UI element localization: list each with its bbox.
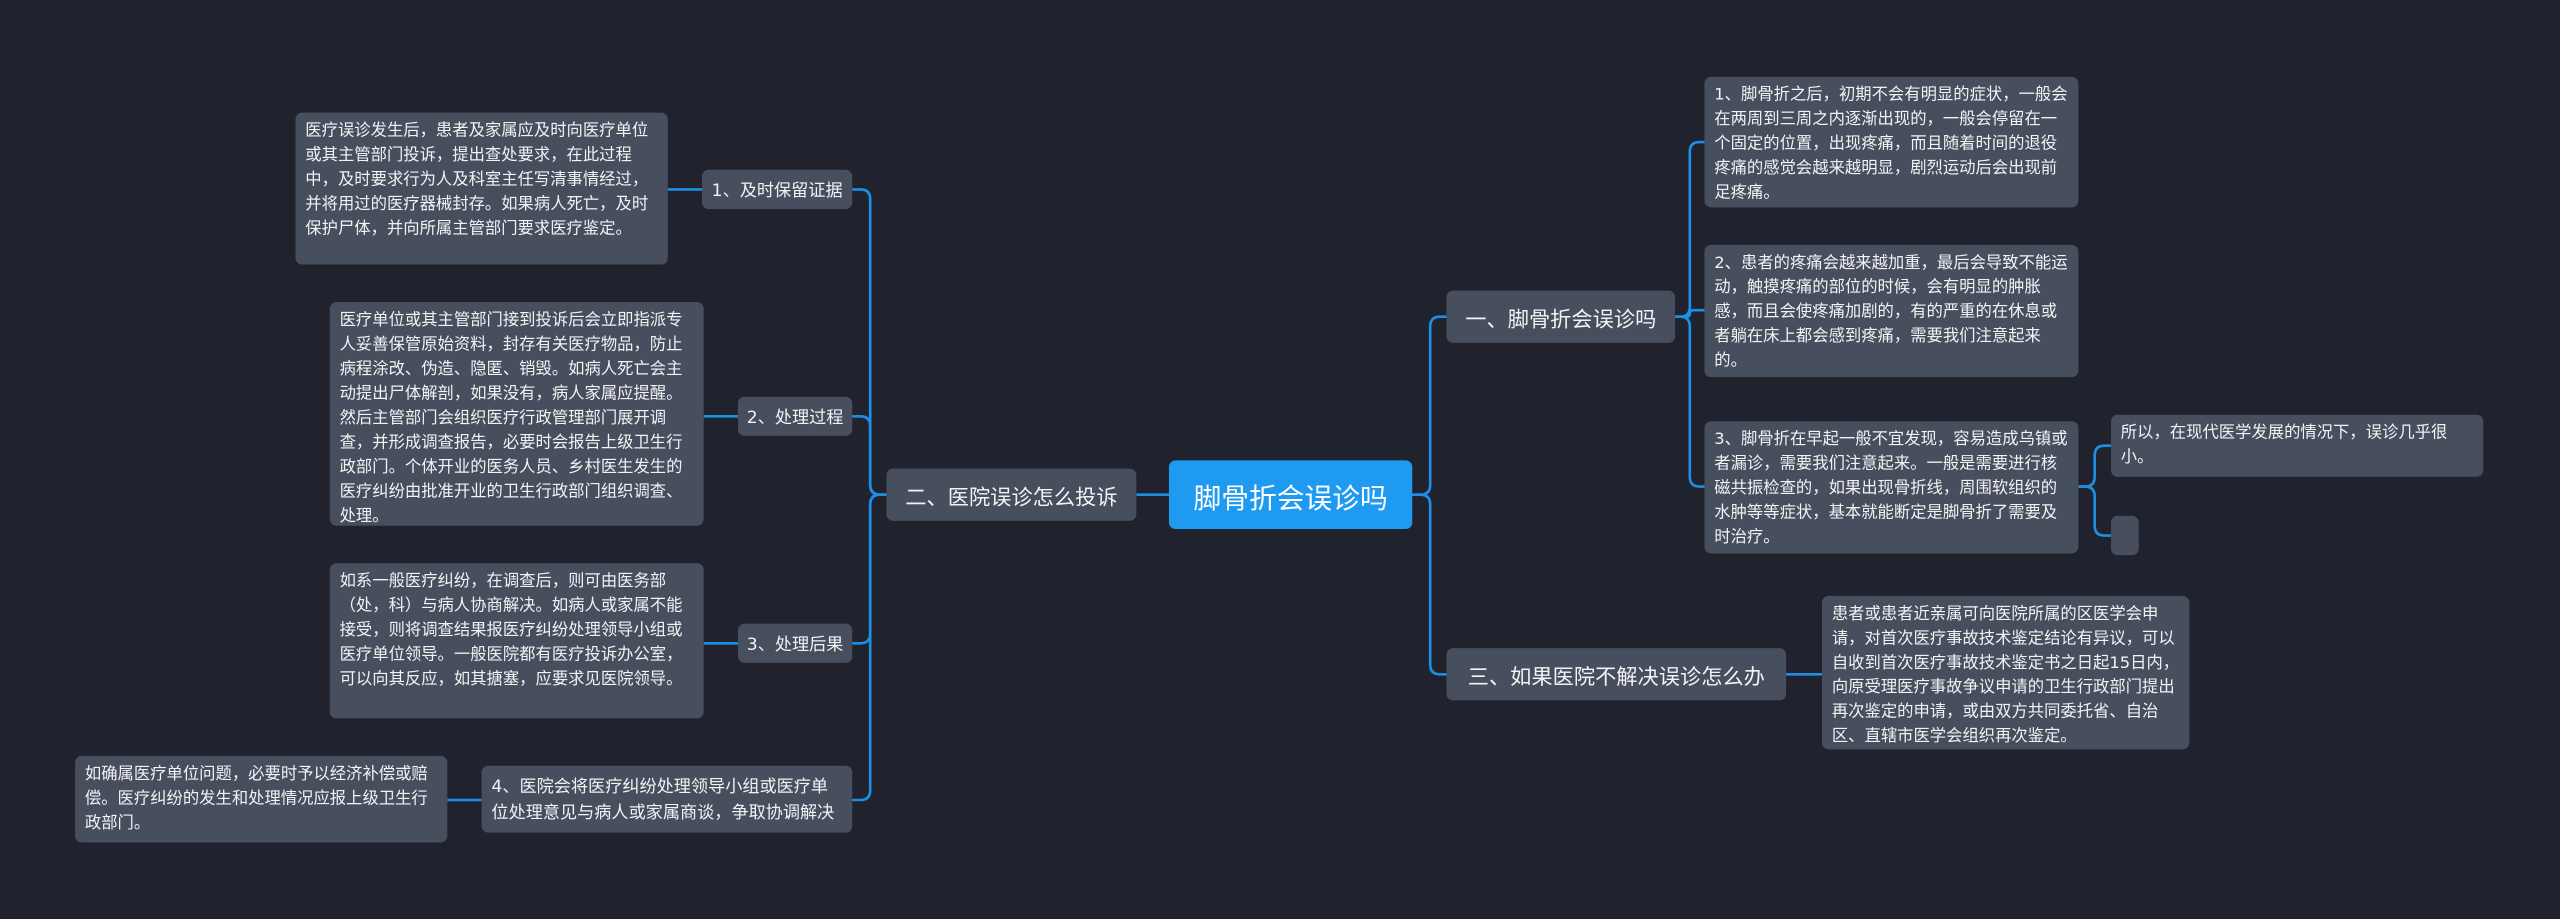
topic-label: 2、处理过程 xyxy=(746,407,844,427)
branch-unresolved[interactable]: 三、如果医院不解决误诊怎么办 xyxy=(1446,648,1787,701)
root-node[interactable]: 脚骨折会误诊吗 xyxy=(1168,460,1413,529)
connector xyxy=(852,493,887,802)
topic-negotiation[interactable]: 4、医院会将医疗纠纷处理领导小组或医疗单位处理意见与病人或家属商谈，争取协调解决 xyxy=(481,765,853,833)
detail-result[interactable]: 如系一般医疗纠纷，在调查后，则可由医务部（处，科）与病人协商解决。如病人或家属不… xyxy=(329,563,704,719)
branch-label: 二、医院误诊怎么投诉 xyxy=(905,485,1118,511)
topic-label: 3、处理后果 xyxy=(746,634,844,654)
connector xyxy=(1412,315,1447,496)
detail-text: 医疗误诊发生后，患者及家属应及时向医疗单位或其主管部门投诉，提出查处要求，在此过… xyxy=(305,122,649,239)
detail-text: 2、患者的疼痛会越来越加重，最后会导致不能运动，触摸疼痛的部位的时候，会有明显的… xyxy=(1714,254,2068,371)
connector xyxy=(1675,140,1705,319)
root-title: 脚骨折会误诊吗 xyxy=(1193,482,1388,516)
topic-label: 4、医院会将医疗纠纷处理领导小组或医疗单位处理意见与病人或家属商谈，争取协调解决 xyxy=(491,776,835,823)
detail-text: 医疗单位或其主管部门接到投诉后会立即指派专人妥善保管原始资料，封存有关医疗物品，… xyxy=(339,311,683,526)
topic-label: 1、及时保留证据 xyxy=(711,180,843,200)
conclusion-note[interactable]: 所以，在现代医学发展的情况下，误诊几乎很小。 xyxy=(2111,414,2484,477)
connector xyxy=(852,415,887,496)
connector xyxy=(1675,315,1705,488)
symptom-1[interactable]: 1、脚骨折之后，初期不会有明显的症状，一般会在两周到三周之内逐渐出现的，一般会停… xyxy=(1704,76,2079,208)
symptom-2[interactable]: 2、患者的疼痛会越来越加重，最后会导致不能运动，触摸疼痛的部位的时候，会有明显的… xyxy=(1704,244,2079,378)
topic-evidence[interactable]: 1、及时保留证据 xyxy=(702,169,853,209)
detail-unresolved[interactable]: 患者或患者近亲属可向医院所属的区医学会申请，对首次医疗事故技术鉴定结论有异议，可… xyxy=(1822,595,2190,750)
connector xyxy=(1412,493,1447,676)
topic-process[interactable]: 2、处理过程 xyxy=(737,396,853,436)
detail-text: 1、脚骨折之后，初期不会有明显的症状，一般会在两周到三周之内逐渐出现的，一般会停… xyxy=(1714,86,2068,203)
detail-text: 患者或患者近亲属可向医院所属的区医学会申请，对首次医疗事故技术鉴定结论有异议，可… xyxy=(1831,605,2180,747)
branch-label: 三、如果医院不解决误诊怎么办 xyxy=(1467,665,1765,690)
branch-misdiagnosis[interactable]: 一、脚骨折会误诊吗 xyxy=(1446,290,1676,343)
topic-result[interactable]: 3、处理后果 xyxy=(737,623,853,663)
detail-evidence[interactable]: 医疗误诊发生后，患者及家属应及时向医疗单位或其主管部门投诉，提出查处要求，在此过… xyxy=(295,112,668,265)
symptom-3[interactable]: 3、脚骨折在早起一般不宜发现，容易造成乌镇或者漏诊，需要我们注意起来。一般是需要… xyxy=(1704,421,2079,554)
detail-text: 所以，在现代医学发展的情况下，误诊几乎很小。 xyxy=(2120,424,2448,467)
detail-negotiation[interactable]: 如确属医疗单位问题，必要时予以经济补偿或赔偿。医疗纠纷的发生和处理情况应报上级卫… xyxy=(75,755,448,843)
detail-text: 如确属医疗单位问题，必要时予以经济补偿或赔偿。医疗纠纷的发生和处理情况应报上级卫… xyxy=(84,765,428,833)
connector xyxy=(1675,308,1705,319)
empty-node[interactable] xyxy=(2111,515,2139,556)
detail-text: 3、脚骨折在早起一般不宜发现，容易造成乌镇或者漏诊，需要我们注意起来。一般是需要… xyxy=(1714,431,2068,547)
connector xyxy=(2078,444,2112,488)
detail-process[interactable]: 医疗单位或其主管部门接到投诉后会立即指派专人妥善保管原始资料，封存有关医疗物品，… xyxy=(329,302,704,526)
connector xyxy=(2078,485,2112,537)
branch-label: 一、脚骨折会误诊吗 xyxy=(1465,307,1657,333)
detail-text: 如系一般医疗纠纷，在调查后，则可由医务部（处，科）与病人协商解决。如病人或家属不… xyxy=(339,573,683,689)
branch-complaint[interactable]: 二、医院误诊怎么投诉 xyxy=(886,468,1137,521)
